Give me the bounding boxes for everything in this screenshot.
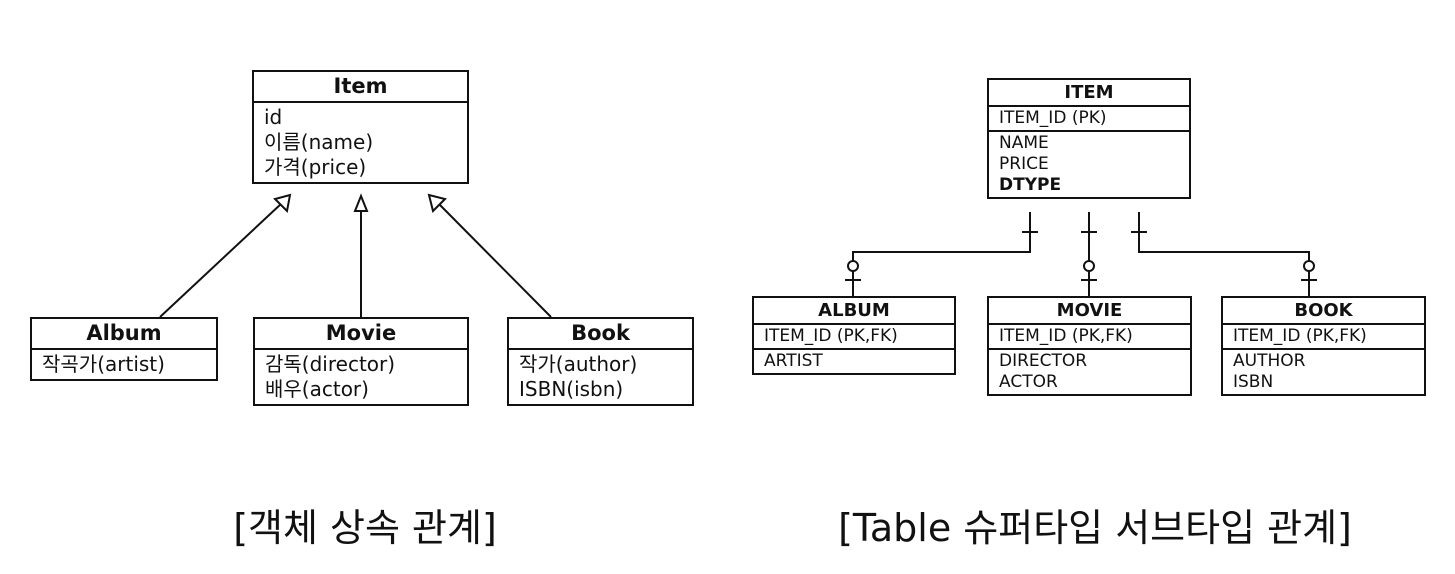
table-item-columns: NAME PRICE DTYPE: [989, 130, 1189, 197]
table-album: ALBUM ITEM_ID (PK,FK) ARTIST: [752, 296, 956, 375]
class-item-fields: id 이름(name) 가격(price): [254, 103, 467, 182]
table-item-title: ITEM: [989, 80, 1189, 107]
column-dtype: DTYPE: [999, 175, 1062, 195]
caption-table-supertype-subtype: [Table 슈퍼타입 서브타입 관계]: [838, 506, 1352, 550]
field-director: 감독(director): [265, 352, 396, 376]
inheritance-arrowhead-album: [273, 193, 292, 214]
class-album-fields: 작곡가(artist): [32, 350, 216, 379]
class-movie: Movie 감독(director) 배우(actor): [253, 317, 469, 406]
inheritance-arrowhead-movie: [353, 193, 369, 212]
inheritance-line-album: [159, 202, 283, 318]
table-movie-title: MOVIE: [989, 298, 1190, 325]
column-isbn: ISBN: [1233, 372, 1274, 392]
column-movie-item-id: ITEM_ID (PK,FK): [999, 326, 1133, 346]
column-director: DIRECTOR: [999, 351, 1088, 371]
table-album-columns: ARTIST: [754, 348, 954, 373]
table-item-key: ITEM_ID (PK): [989, 107, 1189, 130]
class-book-fields: 작가(author) ISBN(isbn): [509, 350, 692, 404]
class-movie-fields: 감독(director) 배우(actor): [255, 350, 467, 404]
table-book-title: BOOK: [1223, 298, 1424, 325]
table-album-title: ALBUM: [754, 298, 954, 325]
column-actor: ACTOR: [999, 372, 1058, 392]
column-name: NAME: [999, 133, 1049, 153]
class-book-title: Book: [509, 319, 692, 350]
class-book: Book 작가(author) ISBN(isbn): [507, 317, 694, 406]
zero-mark-movie: [1083, 260, 1095, 272]
table-book-key: ITEM_ID (PK,FK): [1223, 325, 1424, 348]
relation-line-book: [1138, 212, 1310, 296]
class-item: Item id 이름(name) 가격(price): [252, 70, 469, 184]
column-author: AUTHOR: [1233, 351, 1306, 371]
column-book-item-id: ITEM_ID (PK,FK): [1233, 326, 1367, 346]
class-album-title: Album: [32, 319, 216, 350]
column-item-id: ITEM_ID (PK): [999, 108, 1107, 128]
field-id: id: [264, 105, 283, 129]
table-movie-columns: DIRECTOR ACTOR: [989, 348, 1190, 394]
table-book: BOOK ITEM_ID (PK,FK) AUTHOR ISBN: [1221, 296, 1426, 396]
field-isbn: ISBN(isbn): [519, 377, 624, 401]
class-movie-title: Movie: [255, 319, 467, 350]
class-album: Album 작곡가(artist): [30, 317, 218, 381]
relation-line-album: [852, 212, 1031, 296]
caption-object-inheritance: [객체 상속 관계]: [233, 506, 497, 550]
inheritance-line-book: [437, 202, 552, 318]
column-artist: ARTIST: [764, 351, 823, 371]
zero-mark-album: [847, 260, 859, 272]
field-author: 작가(author): [519, 352, 638, 376]
table-album-key: ITEM_ID (PK,FK): [754, 325, 954, 348]
field-artist: 작곡가(artist): [42, 352, 165, 376]
column-album-item-id: ITEM_ID (PK,FK): [764, 326, 898, 346]
table-book-columns: AUTHOR ISBN: [1223, 348, 1424, 394]
field-price: 가격(price): [264, 155, 367, 179]
table-movie: MOVIE ITEM_ID (PK,FK) DIRECTOR ACTOR: [987, 296, 1192, 396]
inheritance-arrowhead-book: [427, 193, 447, 213]
zero-mark-book: [1303, 260, 1315, 272]
table-item: ITEM ITEM_ID (PK) NAME PRICE DTYPE: [987, 78, 1191, 199]
column-price: PRICE: [999, 154, 1049, 174]
field-name: 이름(name): [264, 130, 374, 154]
table-movie-key: ITEM_ID (PK,FK): [989, 325, 1190, 348]
class-item-title: Item: [254, 72, 467, 103]
field-actor: 배우(actor): [265, 377, 369, 401]
